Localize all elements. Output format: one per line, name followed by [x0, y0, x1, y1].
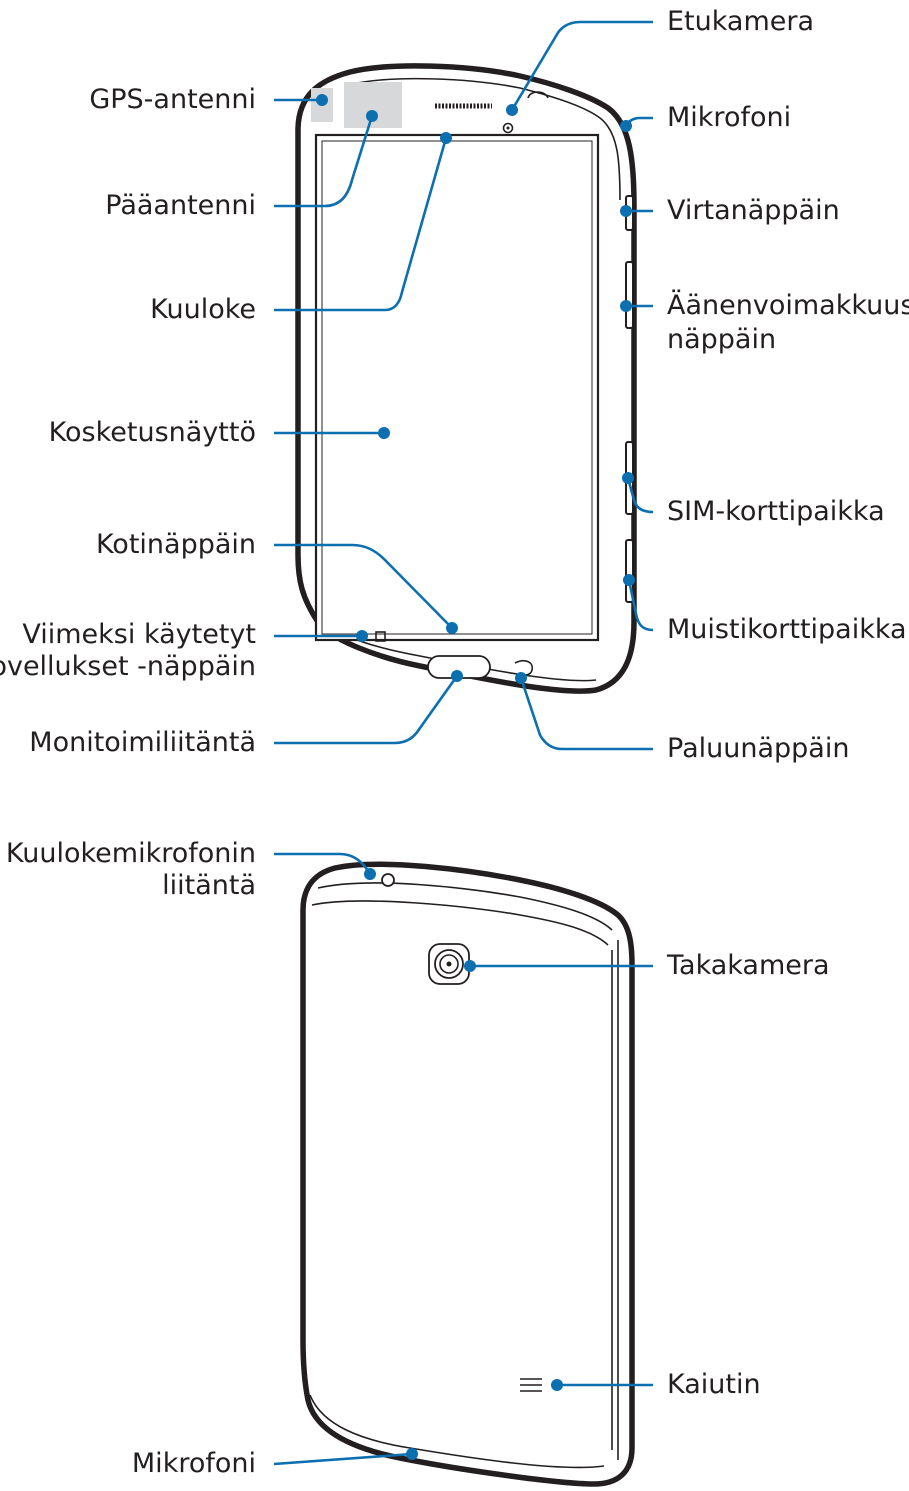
front-camera-lens [502, 122, 514, 134]
memory-card-slot-marker [623, 574, 635, 586]
recent-apps-key-icon [375, 631, 386, 642]
label-gps-antenna: GPS-antenni [89, 84, 256, 115]
touchscreen-inner [321, 140, 593, 635]
gps-antenna-marker [316, 94, 328, 106]
label-front-camera: Etukamera [667, 6, 814, 37]
sim-slot-marker [622, 472, 634, 484]
front-inner-edge [351, 77, 621, 201]
label-main-antenna: Pääantenni [105, 190, 256, 221]
front-device [295, 63, 637, 694]
front-camera-dot [506, 126, 510, 130]
earpiece-leader [274, 137, 448, 312]
back-bottom-rim [309, 1394, 605, 1469]
touchscreen-area [314, 133, 600, 642]
main-antenna-marker [366, 110, 378, 122]
front-labels: GPS-antenni Pääantenni Kuuloke Kosketusn… [0, 6, 909, 764]
headset-jack-marker [364, 868, 376, 880]
volume-key-button [625, 261, 634, 329]
multipurpose-jack-marker [451, 670, 463, 682]
speaker-marker [551, 1379, 563, 1391]
label-power-key: Virtanäppäin [667, 195, 840, 226]
front-camera-marker [506, 104, 518, 116]
rear-camera-center [446, 961, 452, 967]
sim-slot-leader [626, 477, 654, 514]
rear-camera-ring [434, 949, 464, 979]
top-mic-bump [527, 91, 549, 99]
label-headset-jack-line-1: Kuulokemikrofonin [6, 838, 256, 869]
label-microphone-bottom: Mikrofoni [132, 1448, 256, 1479]
back-key-leader [519, 677, 653, 751]
label-recent-apps-key-line-1: Viimeksi käytetyt [22, 619, 256, 650]
speaker-grille [520, 1378, 542, 1392]
recent-apps-key-marker [356, 630, 368, 642]
label-home-key: Kotinäppäin [96, 529, 256, 560]
headset-jack-hole [381, 873, 395, 887]
multipurpose-jack-leader [274, 675, 459, 745]
home-key-marker [446, 622, 458, 634]
label-rear-camera: Takakamera [666, 950, 830, 981]
back-labels: Kuulokemikrofonin liitäntä Takakamera Ka… [6, 838, 830, 1479]
label-volume-key-line-1: Äänenvoimakkuus- [667, 289, 909, 321]
label-multipurpose-jack: Monitoimiliitäntä [29, 727, 256, 758]
label-earpiece: Kuuloke [150, 294, 256, 325]
microphone-top-marker [620, 120, 632, 132]
home-key-leader [274, 543, 453, 629]
power-key-marker [620, 205, 632, 217]
back-leader-lines [273, 852, 653, 1466]
touchscreen-marker [378, 427, 390, 439]
label-touchscreen: Kosketusnäyttö [49, 417, 256, 448]
label-back-key: Paluunäppäin [667, 733, 849, 764]
label-volume-key-line-2: näppäin [667, 324, 776, 355]
microphone-bottom-leader [273, 1452, 413, 1466]
main-antenna-leader [274, 115, 374, 208]
earpiece-marker [440, 132, 452, 144]
front-leader-lines [274, 20, 654, 751]
label-headset-jack-line-2: liitäntä [162, 870, 256, 901]
microphone-bottom-marker [406, 1448, 418, 1460]
headset-jack-leader [274, 852, 372, 875]
label-sim-slot: SIM-korttipaikka [667, 496, 885, 527]
label-speaker: Kaiutin [667, 1369, 761, 1400]
back-device [300, 861, 635, 1487]
volume-key-marker [620, 300, 632, 312]
front-camera-leader [510, 20, 653, 111]
memory-card-slot-leader [627, 579, 654, 632]
label-microphone-top: Mikrofoni [667, 102, 791, 133]
rear-camera-marker [464, 960, 476, 972]
back-top-rim [317, 882, 613, 931]
back-device-body [300, 861, 635, 1487]
rear-camera-lens [439, 954, 459, 974]
label-memory-card-slot: Muistikorttipaikka [667, 614, 907, 645]
back-key-marker [515, 672, 527, 684]
back-panel-top-edge [311, 900, 609, 946]
label-recent-apps-key-line-2: sovellukset -näppäin [0, 651, 256, 682]
